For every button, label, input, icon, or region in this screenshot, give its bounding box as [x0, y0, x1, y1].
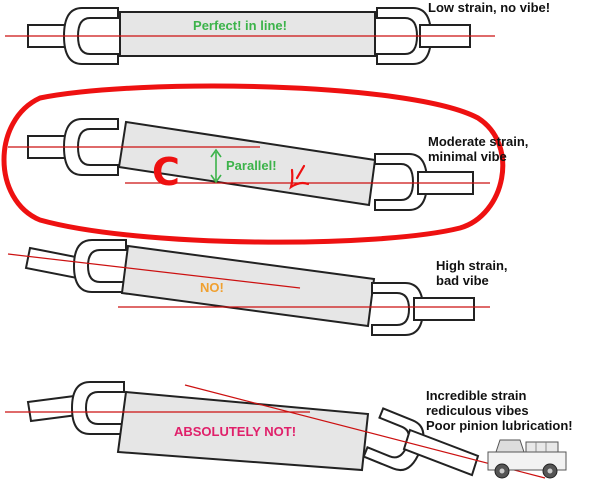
- parallel-arrow-icon: [210, 148, 222, 184]
- left-yoke: [62, 7, 119, 65]
- driveshaft-tube: [120, 244, 376, 328]
- output-axis-line: [184, 384, 546, 479]
- row-label: ABSOLUTELY NOT!: [174, 424, 296, 439]
- caption-line: Moderate strain,: [428, 134, 529, 149]
- row-inline: Perfect! in line!: [5, 7, 495, 65]
- input-axis-line: [7, 253, 301, 289]
- driveshaft-tube: [119, 11, 376, 57]
- row-label: Perfect! in line!: [193, 18, 287, 33]
- caption-angled: High strain, bad vibe: [436, 258, 508, 288]
- right-yoke: [376, 7, 433, 65]
- truck-icon: [487, 439, 567, 479]
- left-yoke: [72, 239, 127, 293]
- highlight-circle: [1, 83, 506, 245]
- left-yoke: [70, 381, 125, 435]
- caption-severe: Incredible strain rediculous vibes Poor …: [426, 388, 573, 433]
- caption-line: Incredible strain: [426, 388, 527, 403]
- caption-inline: Low strain, no vibe!: [428, 0, 550, 15]
- row-label: Parallel!: [226, 158, 277, 173]
- right-stub-shaft: [413, 297, 475, 321]
- caption-line: rediculous vibes: [426, 403, 529, 418]
- caption-line: Low strain, no vibe!: [428, 0, 551, 15]
- right-yoke: [374, 153, 429, 211]
- right-stub-shaft: [402, 428, 480, 477]
- handwritten-scribble: [289, 164, 310, 190]
- caption-line: bad vibe: [436, 273, 489, 288]
- caption-parallel: Moderate strain, minimal vibe: [428, 134, 528, 164]
- annotation-letter: C: [152, 150, 180, 194]
- row-severe: ABSOLUTELY NOT!: [5, 381, 546, 479]
- left-yoke: [62, 118, 119, 176]
- caption-line: Poor pinion lubrication!: [426, 418, 573, 433]
- caption-line: minimal vibe: [428, 149, 507, 164]
- right-yoke: [371, 282, 425, 336]
- row-angled: NO!: [7, 239, 490, 336]
- driveshaft-tube: [117, 120, 377, 207]
- caption-line: High strain,: [436, 258, 508, 273]
- row-label: NO!: [200, 280, 224, 295]
- row-parallel: Parallel! C: [1, 83, 506, 245]
